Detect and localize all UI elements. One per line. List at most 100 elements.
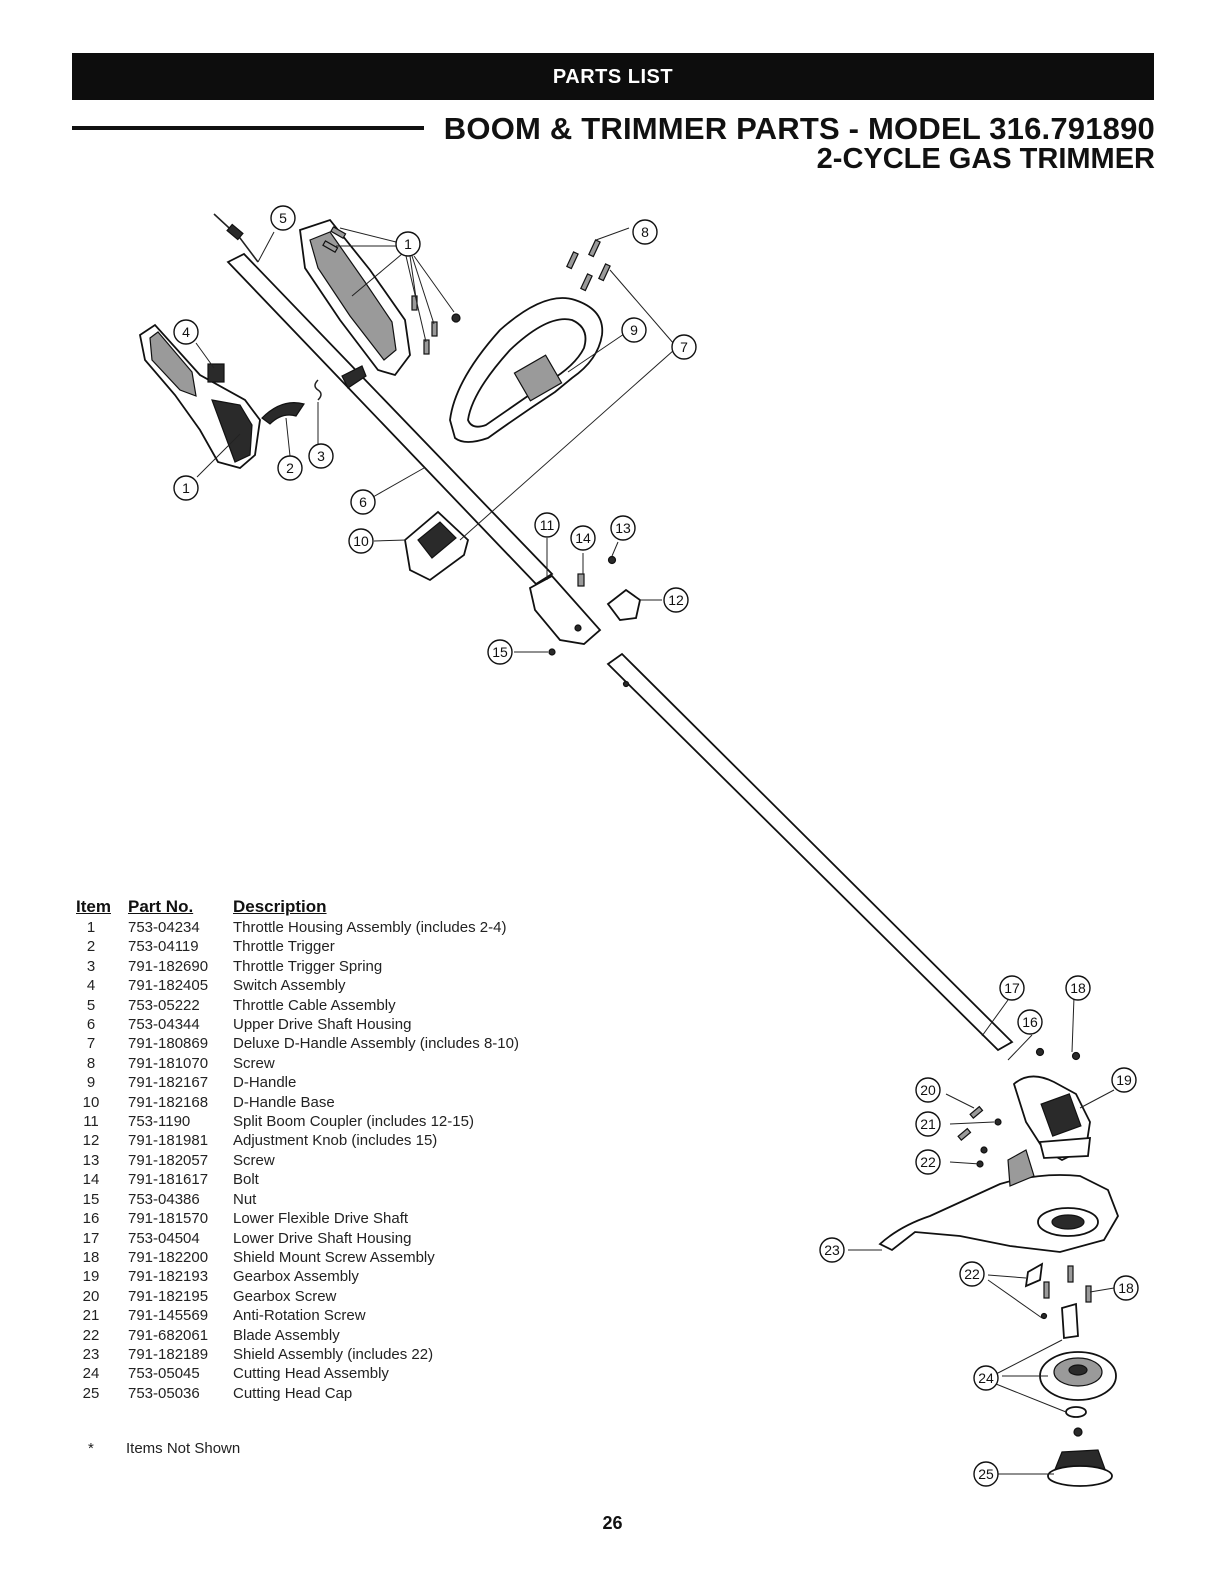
row-item: 24 [82, 1365, 100, 1383]
row-description: Cutting Head Assembly [233, 1365, 389, 1383]
svg-text:23: 23 [824, 1242, 840, 1258]
row-part-no: 791-182690 [128, 957, 209, 975]
svg-text:1: 1 [404, 236, 412, 252]
split-boom-coupler-part [528, 574, 602, 645]
svg-text:18: 18 [1070, 980, 1086, 996]
row-item: 15 [82, 1190, 100, 1208]
row-item: 19 [82, 1268, 100, 1286]
row-description: Deluxe D-Handle Assembly (includes 8-10) [233, 1035, 519, 1053]
trigger-spring-part [314, 379, 322, 401]
row-description: Throttle Trigger Spring [233, 957, 383, 975]
svg-text:22: 22 [920, 1154, 936, 1170]
row-part-no: 791-181617 [128, 1171, 209, 1189]
callout-16: 16 [1017, 1009, 1043, 1035]
header-rule [72, 126, 424, 130]
callout-17: 17 [999, 975, 1025, 1001]
row-description: D-Handle Base [233, 1093, 335, 1111]
row-part-no: 753-04344 [128, 1016, 200, 1034]
svg-text:11: 11 [540, 517, 555, 533]
row-part-no: 791-145569 [128, 1307, 209, 1325]
switch-part [207, 363, 225, 383]
row-part-no: 753-05036 [128, 1384, 200, 1402]
callout-7: 7 [671, 334, 697, 360]
svg-text:13: 13 [615, 520, 631, 536]
row-item: 11 [83, 1113, 99, 1131]
row-part-no: 791-182200 [128, 1248, 209, 1266]
row-part-no: 791-182405 [128, 977, 209, 995]
row-description: Gearbox Assembly [233, 1268, 359, 1286]
row-description: Switch Assembly [233, 977, 346, 995]
row-item: 7 [86, 1035, 96, 1053]
callout-5: 5 [270, 205, 296, 231]
lower-drive-shaft-housing-part [606, 652, 1014, 1052]
svg-text:15: 15 [492, 644, 508, 660]
coupler-nut-part [548, 648, 556, 656]
parts-table-header: Item Part No. Description [76, 897, 519, 918]
row-description: Throttle Housing Assembly (includes 2-4) [233, 919, 507, 936]
callout-1b: 1 [173, 475, 199, 501]
callout-20: 20 [915, 1077, 941, 1103]
row-part-no: 753-04386 [128, 1190, 200, 1208]
leader-lines [195, 227, 1115, 1475]
callout-13: 13 [610, 515, 636, 541]
row-part-no: 791-182189 [128, 1345, 209, 1363]
row-part-no: 791-181570 [128, 1210, 209, 1228]
row-item: 4 [86, 977, 96, 995]
svg-text:17: 17 [1004, 980, 1020, 996]
adjustment-knob-part [606, 588, 642, 621]
callout-1a: 1 [395, 231, 421, 257]
row-description: Blade Assembly [233, 1326, 340, 1344]
header-item: Item [76, 897, 111, 916]
svg-text:21: 21 [920, 1116, 936, 1132]
row-item: 1 [86, 919, 96, 936]
svg-text:14: 14 [575, 530, 591, 546]
row-description: Nut [233, 1190, 257, 1208]
gearbox-screws-part [957, 1047, 1081, 1168]
svg-text:22: 22 [964, 1266, 980, 1282]
callout-21: 21 [915, 1111, 941, 1137]
svg-text:2: 2 [286, 460, 294, 476]
row-description: Lower Drive Shaft Housing [233, 1229, 412, 1247]
row-item: 16 [82, 1210, 100, 1228]
blade-assembly-part [1024, 1262, 1044, 1288]
row-item: 20 [82, 1287, 100, 1305]
d-handle-base-grip [513, 354, 563, 402]
row-part-no: 753-04234 [128, 919, 200, 936]
page-number: 26 [602, 1513, 623, 1533]
row-item: 3 [86, 957, 96, 975]
callout-6: 6 [350, 489, 376, 515]
svg-text:9: 9 [630, 322, 638, 338]
row-part-no: 791-180869 [128, 1035, 209, 1053]
table-row: 7 791-180869 Deluxe D-Handle Assembly (inc… [76, 1034, 519, 1053]
row-description: Shield Assembly (includes 22) [233, 1345, 434, 1363]
row-description: Screw [233, 1151, 275, 1169]
footnote-text: Items Not Shown [126, 1440, 241, 1457]
row-description: D-Handle [233, 1074, 297, 1092]
callout-11: 11 [534, 512, 560, 538]
svg-text:16: 16 [1022, 1014, 1038, 1030]
svg-text:6: 6 [359, 494, 367, 510]
svg-text:12: 12 [668, 592, 684, 608]
coupler-bolt-part [577, 573, 585, 587]
row-item: 13 [82, 1151, 100, 1169]
housing-screws-part [322, 226, 461, 355]
row-description: Shield Mount Screw Assembly [233, 1248, 435, 1266]
row-description: Split Boom Coupler (includes 12-15) [233, 1113, 474, 1131]
table-row: 1 753-04234 Throttle Housing Assembly (inc… [76, 918, 519, 937]
row-part-no: 753-04119 [128, 938, 199, 956]
row-part-no: 753-05045 [128, 1365, 200, 1383]
footnote-symbol: * [88, 1440, 94, 1457]
parts-table-body: 1 753-04234 Throttle Housing Assembly (inc… [76, 918, 519, 1403]
callout-22a: 22 [915, 1149, 941, 1175]
